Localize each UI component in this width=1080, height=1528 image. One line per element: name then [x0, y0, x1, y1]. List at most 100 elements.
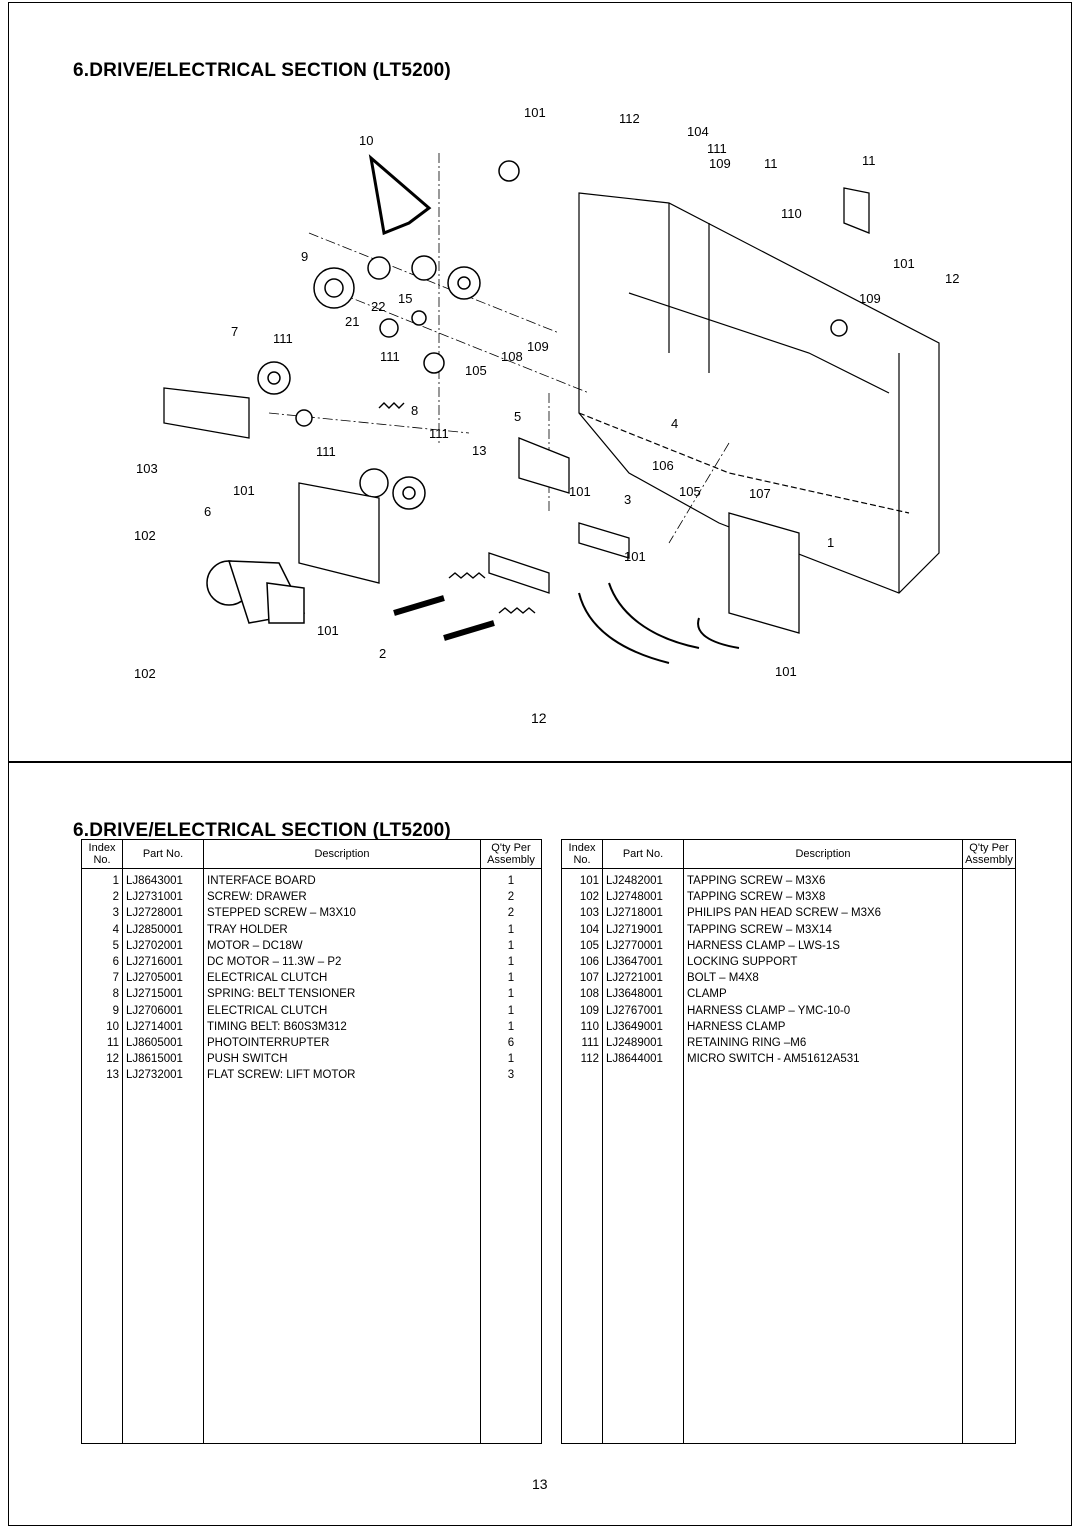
- cell-qty: [962, 1034, 1016, 1052]
- cell-qty: 3: [480, 1067, 542, 1084]
- cell-index: 111: [561, 1034, 603, 1052]
- section-title: 6.DRIVE/ELECTRICAL SECTION (LT5200): [73, 820, 451, 841]
- cell-index: 12: [81, 1051, 123, 1068]
- callout: 111: [380, 349, 400, 364]
- callout: 22: [371, 299, 385, 314]
- cell-part-no: LJ2715001: [122, 986, 204, 1003]
- callout: 13: [472, 443, 486, 458]
- cell-description: SCREW: DRAWER: [203, 889, 481, 906]
- cell-part-no: LJ2489001: [602, 1034, 684, 1052]
- header-part-no: Part No.: [122, 839, 204, 869]
- cell-qty: 1: [480, 921, 542, 938]
- cell-index: 101: [561, 868, 603, 890]
- cell-index: 8: [81, 986, 123, 1003]
- cell-description: MICRO SWITCH - AM51612A531: [683, 1051, 963, 1068]
- header-description: Description: [203, 839, 481, 869]
- callout: 9: [301, 249, 308, 264]
- header-qty: Q'ty Per Assembly: [480, 839, 542, 869]
- cell-description: PHOTOINTERRUPTER: [203, 1034, 481, 1052]
- callout: 15: [398, 291, 412, 306]
- callout: 101: [317, 623, 339, 638]
- header-index: Index No.: [81, 839, 123, 869]
- cell-index: 6: [81, 953, 123, 971]
- cell-description: TRAY HOLDER: [203, 921, 481, 938]
- cell-index: 1: [81, 868, 123, 890]
- cell-description: TIMING BELT: B60S3M312: [203, 1018, 481, 1035]
- cell-part-no: LJ2732001: [122, 1067, 204, 1084]
- cell-description: TAPPING SCREW – M3X6: [683, 868, 963, 890]
- cell-part-no: LJ2706001: [122, 1002, 204, 1019]
- cell-index: 4: [81, 921, 123, 938]
- cell-qty: [962, 937, 1016, 954]
- cell-index: 5: [81, 937, 123, 954]
- cell-index: 109: [561, 1002, 603, 1019]
- callout: 105: [465, 363, 487, 378]
- callout: 11: [862, 153, 876, 168]
- callout: 8: [411, 403, 418, 418]
- callout: 101: [775, 664, 797, 679]
- callout: 111: [707, 141, 727, 156]
- cell-part-no: LJ2850001: [122, 921, 204, 938]
- cell-description: PHILIPS PAN HEAD SCREW – M3X6: [683, 905, 963, 922]
- cell-qty: 1: [480, 937, 542, 954]
- cell-description: ELECTRICAL CLUTCH: [203, 970, 481, 987]
- cell-description: STEPPED SCREW – M3X10: [203, 905, 481, 922]
- cell-index: 104: [561, 921, 603, 938]
- cell-part-no: LJ2731001: [122, 889, 204, 906]
- header-qty: Q'ty Per Assembly: [962, 839, 1016, 869]
- cell-index: 103: [561, 905, 603, 922]
- callout: 111: [316, 444, 336, 459]
- cell-description: INTERFACE BOARD: [203, 868, 481, 890]
- cell-qty: 6: [480, 1034, 542, 1052]
- cell-index: 112: [561, 1051, 603, 1068]
- cell-part-no: LJ3649001: [602, 1018, 684, 1035]
- cell-qty: [962, 1051, 1016, 1068]
- cell-qty: 2: [480, 889, 542, 906]
- callout: 102: [134, 528, 156, 543]
- cell-description: BOLT – M4X8: [683, 970, 963, 987]
- callout: 110: [781, 206, 802, 221]
- cell-index: 106: [561, 953, 603, 971]
- cell-part-no: LJ2705001: [122, 970, 204, 987]
- callout: 10: [359, 133, 373, 148]
- wire-harness: [578, 582, 740, 664]
- cell-description: HARNESS CLAMP – LWS-1S: [683, 937, 963, 954]
- table-filler-row: [561, 1067, 1016, 1444]
- cell-description: RETAINING RING –M6: [683, 1034, 963, 1052]
- callout: 7: [231, 324, 238, 339]
- cell-description: MOTOR – DC18W: [203, 937, 481, 954]
- header-part-no: Part No.: [602, 839, 684, 869]
- cell-part-no: LJ2767001: [602, 1002, 684, 1019]
- cell-description: PUSH SWITCH: [203, 1051, 481, 1068]
- cell-part-no: LJ2482001: [602, 868, 684, 890]
- cell-qty: [962, 970, 1016, 987]
- cell-description: HARNESS CLAMP: [683, 1018, 963, 1035]
- cell-description: CLAMP: [683, 986, 963, 1003]
- cell-index: 2: [81, 889, 123, 906]
- cell-qty: [962, 921, 1016, 938]
- section-title: 6.DRIVE/ELECTRICAL SECTION (LT5200): [73, 60, 451, 81]
- cell-index: 13: [81, 1067, 123, 1084]
- gear-group: [257, 160, 848, 510]
- cell-description: TAPPING SCREW – M3X14: [683, 921, 963, 938]
- cell-qty: [962, 905, 1016, 922]
- cell-part-no: LJ2728001: [122, 905, 204, 922]
- callout: 103: [136, 461, 158, 476]
- bracket-group: [163, 187, 870, 634]
- cell-part-no: LJ2716001: [122, 953, 204, 971]
- cell-qty: 1: [480, 1018, 542, 1035]
- cell-description: LOCKING SUPPORT: [683, 953, 963, 971]
- cell-qty: 1: [480, 953, 542, 971]
- cell-description: FLAT SCREW: LIFT MOTOR: [203, 1067, 481, 1084]
